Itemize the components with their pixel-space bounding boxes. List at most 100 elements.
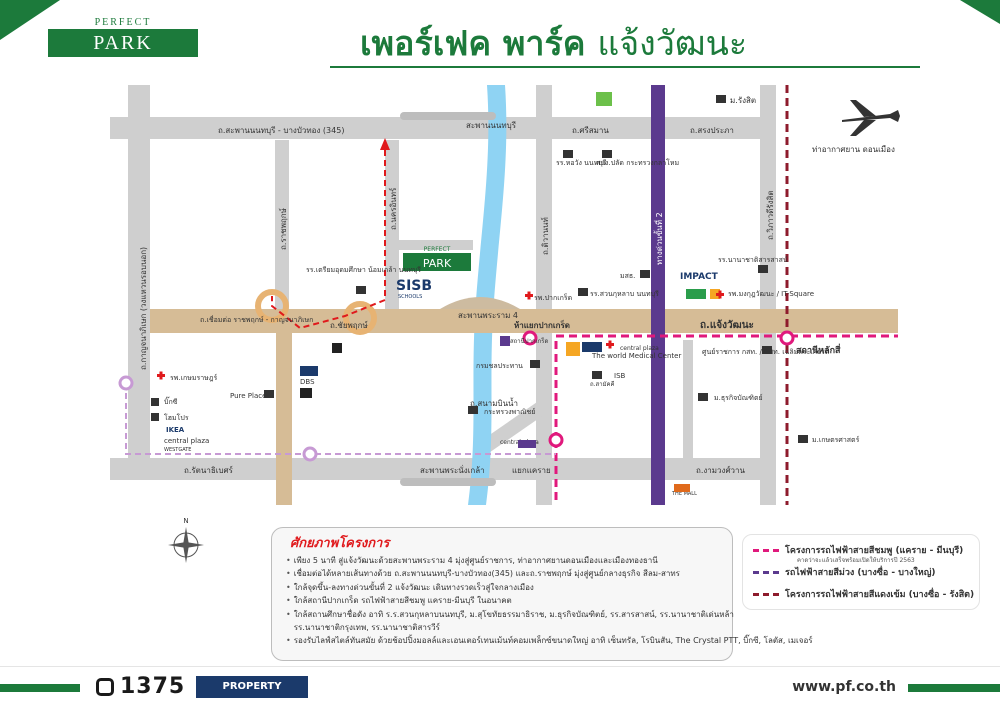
legend-purple: รถไฟฟ้าสายสีม่วง (บางซื่อ - บางใหญ่) — [753, 565, 936, 581]
road-ratchapruek-upper — [275, 140, 289, 310]
label-pakkret-hospital: รพ.ปากเกร็ด — [534, 293, 572, 302]
building-icon — [264, 390, 274, 398]
station-pak-kret — [522, 330, 538, 346]
office-icon — [602, 150, 612, 158]
label-bigc: บิ๊กซี — [164, 396, 178, 406]
info-item: •เพียง 5 นาที สู่แจ้งวัฒนะด้วยสะพานพระรา… — [286, 556, 658, 565]
label-khae-rai: แยกแคราย — [512, 466, 551, 475]
school-icon — [578, 288, 588, 296]
label-isb: ISB — [614, 372, 626, 380]
footer-brand: PROPERTY PERFECT — [196, 676, 308, 707]
label-lak-si-station: สถานีหลักสี่ — [796, 343, 841, 356]
label-pak-kret-station: สถานีปากเกร็ด — [510, 336, 548, 345]
label-homepro: โฮมโปร — [164, 413, 189, 422]
label-expressway: ทางด่วนขั้นที่ 2 — [653, 212, 664, 265]
label-irrigation: กรมชลประทาน — [476, 362, 523, 370]
footer-divider — [0, 666, 1000, 667]
legend-purple-swatch — [753, 571, 779, 574]
project-logo-small: PERFECT — [424, 246, 451, 253]
label-kasemrat: รพ.เกษมราษฎร์ — [170, 374, 217, 382]
hospital-cross-icon — [157, 371, 165, 380]
label-central-westgate: central plaza — [164, 437, 209, 445]
the-mall-icon — [674, 484, 690, 492]
label-airport: ท่าอากาศยาน ดอนเมือง — [812, 145, 895, 154]
road-ratchapruek-lower — [276, 310, 292, 505]
label-song-prapa: ถ.สรงประภา — [690, 126, 734, 135]
mall-icon — [300, 388, 312, 398]
svg-text:N: N — [183, 517, 188, 525]
school-icon — [798, 435, 808, 443]
footer-bar-left — [0, 684, 80, 692]
label-international-school: รร.นานาชาติสารสาสน์ — [718, 256, 788, 264]
label-the-mall: THE MALL — [671, 491, 697, 497]
road-vibhavadi — [760, 85, 776, 505]
tesco-icon — [710, 289, 720, 299]
bridge-rama4 — [440, 297, 520, 309]
brand-logo: PERFECT PARK — [48, 17, 198, 59]
legend-red: โครงการรถไฟฟ้าสายสีแดงเข้ม (บางซื่อ - รั… — [753, 587, 974, 603]
interchange-chaiyapruek — [343, 301, 377, 335]
legend-pink: โครงการรถไฟฟ้าสายสีชมพู (แคราย - มีนบุรี… — [753, 543, 963, 564]
compass-icon: N — [168, 517, 204, 563]
label-pak-kret-junction: ห้าแยกปากเกร็ด — [514, 319, 570, 330]
page-title: เพอร์เฟค พาร์ค แจ้งวัฒนะ — [360, 16, 920, 66]
legend-red-swatch — [753, 593, 779, 596]
phone-icon — [96, 678, 114, 696]
school-icon — [698, 393, 708, 401]
road-network — [110, 85, 776, 505]
route-path — [271, 150, 386, 330]
logo-main-text: PARK — [48, 29, 198, 57]
label-rattanathibet: ถ.รัตนาธิเบศร์ — [184, 465, 234, 475]
store-logo-icon — [596, 92, 612, 106]
office-icon — [530, 360, 540, 368]
station-lak-si — [779, 330, 795, 346]
label-sri-saman: ถ.ศรีสมาน — [572, 126, 609, 135]
info-list: •เพียง 5 นาที สู่แจ้งวัฒนะด้วยสะพานพระรา… — [286, 554, 813, 648]
label-sapan-nonthaburi: สะพานนนทบุรี — [466, 121, 517, 130]
airplane-icon — [842, 100, 900, 136]
label-ratchapruek: ถ.ราชพฤกษ์ — [278, 208, 288, 250]
label-westgate: WESTGATE — [164, 447, 191, 453]
legend-pink-sub: คาดว่าจะแล้วเสร็จพร้อมเปิดให้บริการปี 25… — [797, 557, 915, 564]
mall-logo-icon — [518, 440, 536, 448]
label-triam-udom: รร.เตรียมอุดมศึกษา น้อมเกล้า นนทบุรี — [306, 265, 421, 274]
hospital-cross-icon — [525, 291, 533, 300]
info-title: ศักยภาพโครงการ — [290, 536, 390, 551]
info-item: •รร.นานาชาติกรุงเทพ, รร.นานาชาติสารวีร์ — [293, 623, 440, 633]
school-icon — [716, 95, 726, 103]
hospital-icons — [157, 290, 724, 380]
sisb-logo: SISB — [396, 278, 432, 294]
label-ikea: IKEA — [166, 426, 185, 434]
store-icon — [151, 413, 159, 421]
interchange-ratchapruek — [255, 289, 289, 323]
label-tiwanon: ถ.ติวานนท์ — [540, 217, 550, 255]
footer-website[interactable]: www.pf.co.th — [792, 679, 896, 695]
corner-stripe-right — [960, 0, 1000, 24]
label-ministry-commerce: กระทรวงพาณิชย์ — [484, 408, 535, 416]
label-chaiyapruek: ถ.ชัยพฤกษ์ — [330, 320, 368, 330]
road-nakhon-in — [385, 140, 399, 310]
bridge-phra-nang-klao — [400, 478, 496, 486]
place-icons — [151, 92, 808, 492]
legend-pink-swatch — [753, 549, 779, 552]
label-chaengwattana: ถ.แจ้งวัฒนะ — [700, 319, 754, 331]
info-item: •ใกล้สถานศึกษาชื่อดัง อาทิ ร.ร.สวนกุหลาบ… — [286, 609, 734, 619]
road-branch-ngamwong — [683, 340, 693, 462]
label-isb-sub: ถ.สามัคคี — [590, 380, 615, 388]
info-item: •เชื่อมต่อได้หลายเส้นทางด้วย ถ.สะพานนนทบ… — [286, 569, 680, 579]
label-sapan-nonthaburi-bangbuathong: ถ.สะพานนนทบุรี - บางบัวทอง (345) — [218, 126, 344, 135]
info-item: •ใกล้สถานีปากเกร็ด รถไฟฟ้าสายสีชมพู แครา… — [286, 596, 512, 606]
label-hospital-nonthaburi: รร.หอวัง นนทบุรี — [556, 159, 607, 167]
label-nakhon-in: ถ.นครอินทร์ — [388, 187, 398, 230]
label-rangsit-univ: ม.รังสิต — [730, 96, 756, 105]
sisb-sub: SCHOOLS — [398, 294, 422, 300]
label-sanambinnam: ถ.สนามบินน้ำ — [470, 397, 518, 408]
logo-small-text: PERFECT — [94, 17, 152, 28]
legend-box: โครงการรถไฟฟ้าสายสีชมพู (แคราย - มีนบุรี… — [742, 534, 980, 610]
footer-bar-right — [908, 684, 1000, 692]
office-icon — [468, 406, 478, 414]
hospital-cross-icon — [606, 340, 614, 349]
footer-phone[interactable]: 1375 — [120, 674, 186, 699]
